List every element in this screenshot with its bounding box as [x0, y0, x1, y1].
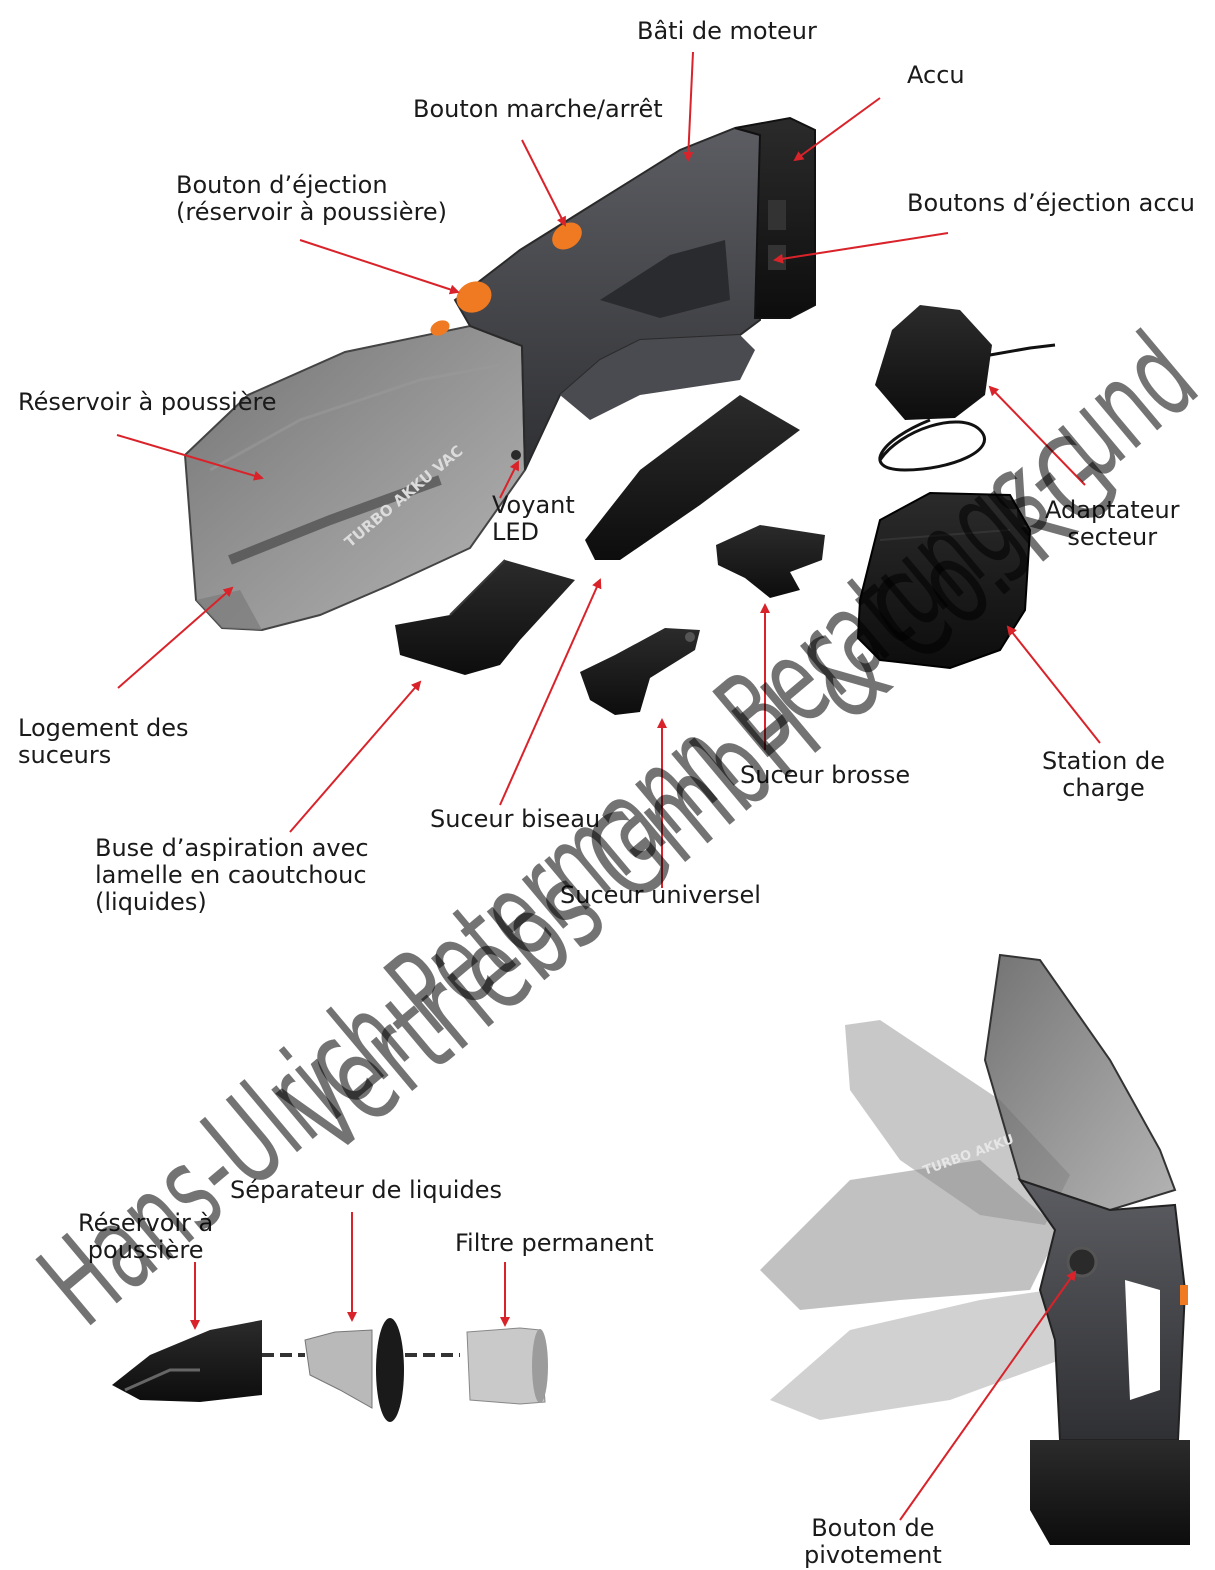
- arrow-voyant: [499, 460, 519, 499]
- dust-tank-part: [112, 1320, 262, 1402]
- pivot-tank: [983, 953, 1177, 1211]
- arrow-station: [1006, 625, 1101, 744]
- label-station: Station de charge: [1042, 747, 1165, 802]
- label-adaptateur: Adaptateur secteur: [1045, 496, 1180, 551]
- label-accu: Accu: [907, 61, 965, 89]
- led-indicator: [511, 450, 521, 460]
- arrow-bouton-ejection: [299, 239, 460, 295]
- label-boutons-ejection-accu: Boutons d’éjection accu: [907, 189, 1195, 217]
- arrow-bouton-marche: [521, 139, 566, 227]
- arrow-bati-moteur: [683, 51, 694, 162]
- label-voyant: Voyant LED: [492, 491, 575, 546]
- label-bouton-pivotement: Bouton de pivotement: [804, 1514, 942, 1569]
- universal-nozzle: [580, 628, 700, 715]
- handheld-vacuum: TURBO AKKU VAC: [183, 116, 816, 632]
- arrow-accu: [793, 97, 881, 162]
- label-separateur: Séparateur de liquides: [230, 1176, 502, 1204]
- label-reservoir: Réservoir à poussière: [18, 388, 277, 416]
- label-bouton-ejection: Bouton d’éjection (réservoir à poussière…: [176, 171, 448, 226]
- label-logement: Logement des suceurs: [18, 714, 189, 769]
- power-adapter: [875, 305, 992, 420]
- dust-tank: [183, 324, 527, 632]
- pivot-button[interactable]: [1066, 1246, 1098, 1278]
- liquid-nozzle: [395, 560, 575, 675]
- arrow-ejection-accu: [773, 232, 949, 264]
- label-bati-moteur: Bâti de moteur: [637, 17, 817, 45]
- pivot-illustration: TURBO AKKU: [760, 953, 1190, 1545]
- label-suceur-universel: Suceur universel: [560, 881, 761, 909]
- charging-station: [856, 491, 1032, 670]
- label-suceur-brosse: Suceur brosse: [740, 761, 911, 789]
- arrow-pivotement: [899, 1270, 1077, 1521]
- arrow-buse: [289, 680, 422, 833]
- arrow-logement: [117, 586, 234, 689]
- label-suceur-biseau: Suceur biseau: [430, 805, 601, 833]
- liquid-separator: [304, 1329, 373, 1409]
- arrow-reservoir: [116, 434, 264, 481]
- label-filtre: Filtre permanent: [455, 1229, 654, 1257]
- label-reservoir-2: Réservoir à poussière: [78, 1209, 214, 1264]
- power-button[interactable]: [547, 217, 587, 255]
- callout-arrows: [116, 51, 1101, 1521]
- tank-eject-button[interactable]: [451, 276, 496, 318]
- label-bouton-marche: Bouton marche/arrêt: [413, 95, 663, 123]
- arrow-biseau: [499, 578, 602, 806]
- brush-nozzle: [716, 525, 825, 598]
- crevice-nozzle: [585, 395, 800, 560]
- label-buse: Buse d’aspiration avec lamelle en caoutc…: [95, 834, 369, 916]
- arrow-adaptateur: [988, 385, 1086, 486]
- permanent-filter: [466, 1327, 546, 1405]
